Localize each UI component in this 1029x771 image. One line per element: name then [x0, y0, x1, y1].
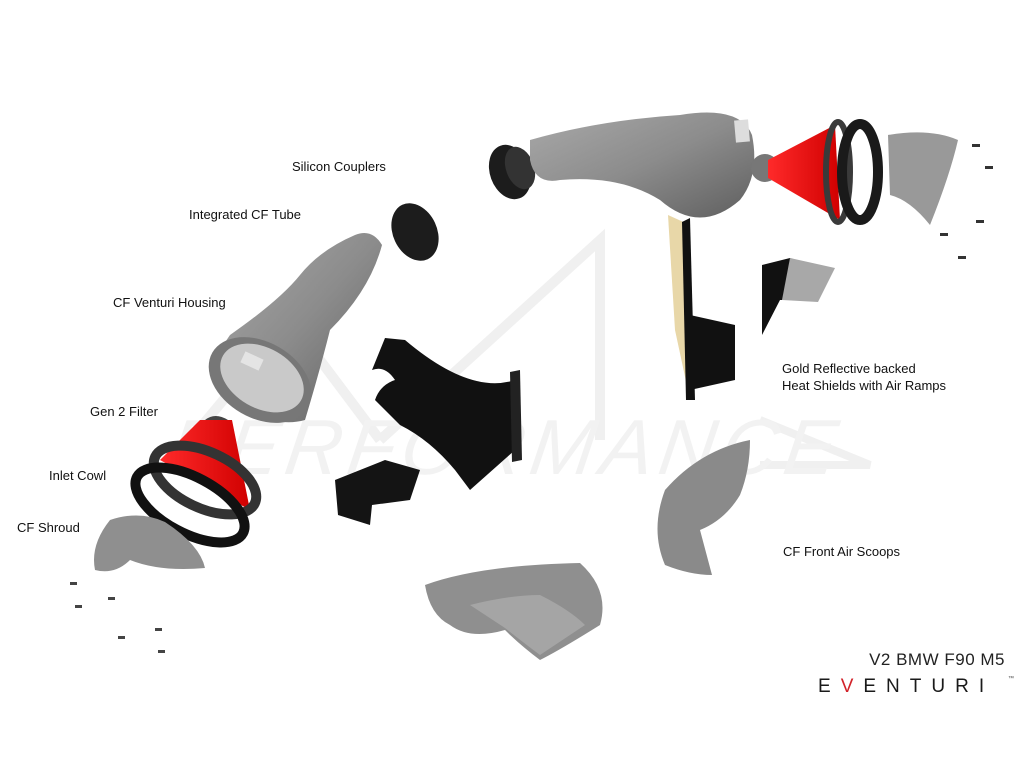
air-ramp-icon	[762, 258, 835, 335]
label-cf-shroud: CF Shroud	[17, 520, 80, 535]
label-silicon-couplers: Silicon Couplers	[292, 159, 386, 174]
brand-accent-v: V	[840, 676, 864, 697]
center-air-ramp-icon	[335, 460, 420, 525]
gen2-filter-icon	[148, 416, 262, 520]
silicon-coupler-icon	[391, 203, 439, 261]
label-inlet-cowl: Inlet Cowl	[49, 468, 107, 483]
center-heat-shield-icon	[372, 338, 522, 490]
product-title: V2 BMW F90 M5	[869, 650, 1005, 669]
cf-front-air-scoop-right-icon	[657, 440, 750, 575]
screws-left-icon	[70, 582, 165, 653]
gold-heat-shield-icon	[668, 215, 735, 400]
right-filter-icon	[751, 119, 853, 225]
label-integrated-cf-tube: Integrated CF Tube	[189, 207, 302, 222]
inlet-cowl-icon	[130, 462, 250, 548]
cf-shroud-icon	[94, 515, 205, 572]
label-gen2-filter: Gen 2 Filter	[90, 404, 158, 419]
screws-right-icon	[940, 144, 993, 259]
cf-front-air-scoop-left-icon	[425, 563, 603, 660]
label-cf-front-air-scoops: CF Front Air Scoops	[783, 544, 901, 559]
brand-suffix: ENTURI	[863, 676, 995, 697]
trademark-symbol: ™	[1008, 676, 1014, 682]
brand-logo: EVENTURI	[818, 676, 994, 698]
label-heat-shields-line2: Heat Shields with Air Ramps	[782, 378, 947, 393]
brand-prefix: E	[818, 676, 841, 697]
right-inlet-cowl-icon	[837, 119, 883, 225]
cf-venturi-housing-icon	[208, 232, 382, 423]
right-silicon-coupler-icon	[488, 144, 536, 200]
label-heat-shields-line1: Gold Reflective backed	[782, 361, 916, 376]
label-cf-venturi-housing: CF Venturi Housing	[113, 295, 226, 310]
right-shroud-icon	[888, 132, 958, 225]
right-cf-tube-icon	[530, 112, 755, 218]
